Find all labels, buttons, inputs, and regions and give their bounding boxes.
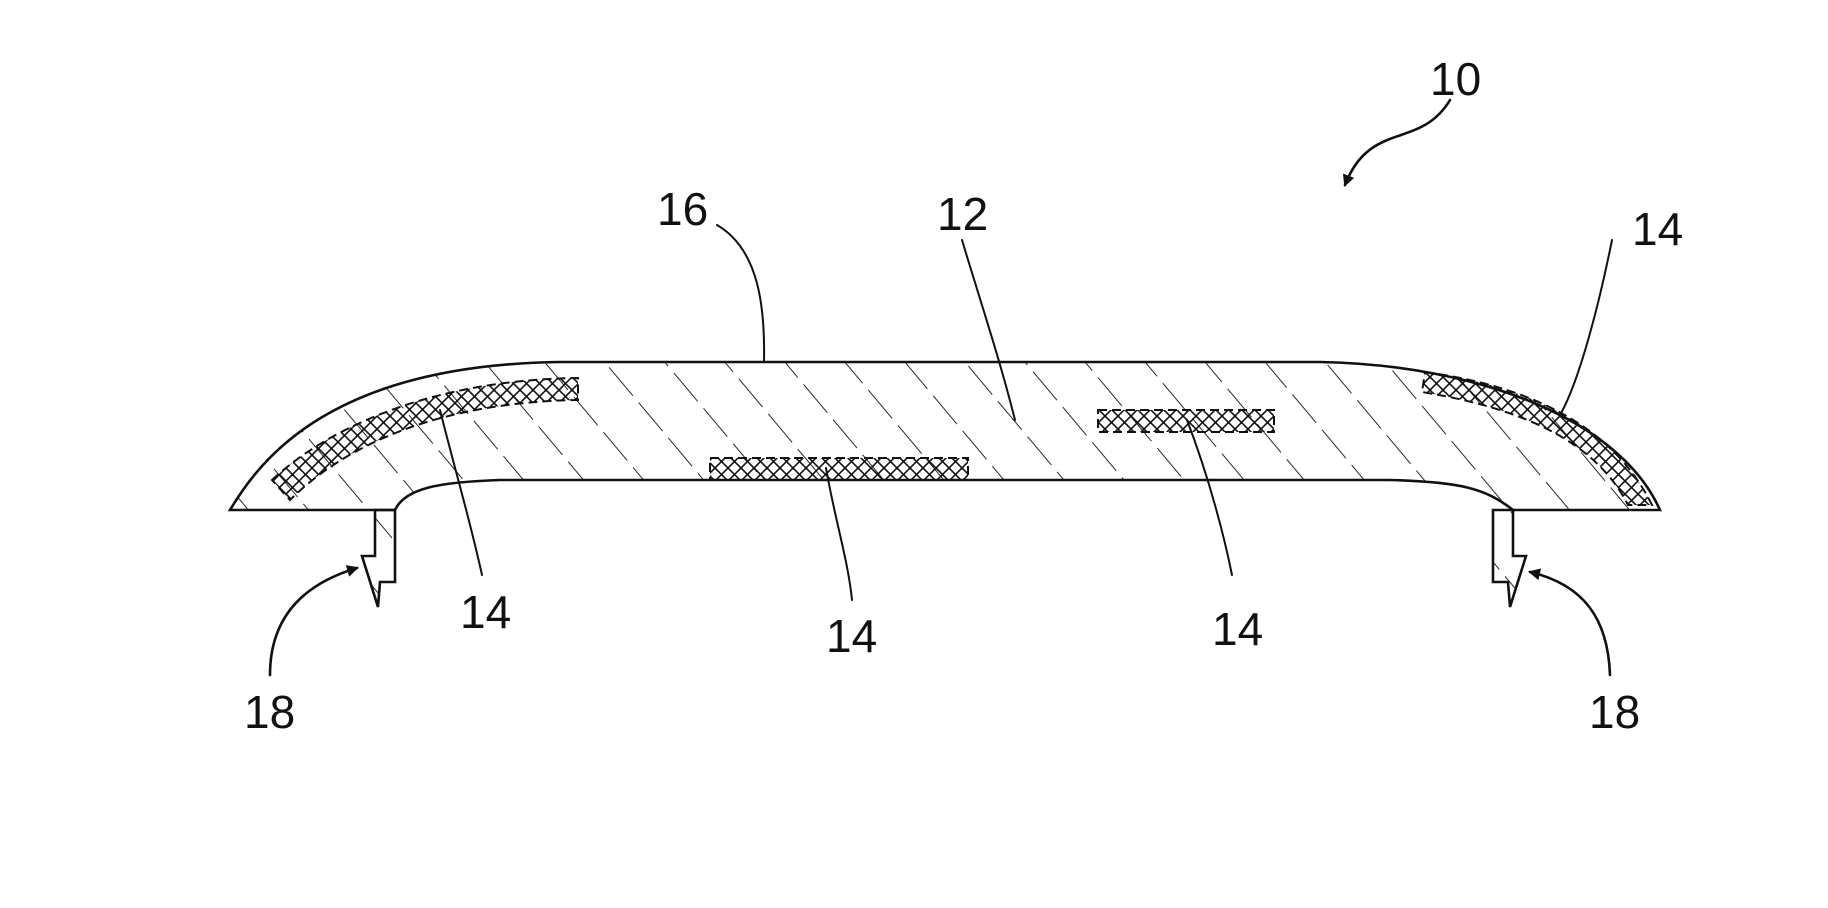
label-14-right: 14 (1212, 603, 1263, 655)
label-10: 10 (1430, 53, 1481, 105)
label-14-left: 14 (460, 586, 511, 638)
leader-14-center (826, 468, 852, 600)
arrow-10 (1345, 100, 1450, 185)
label-12: 12 (937, 188, 988, 240)
right-clip-18 (1493, 510, 1526, 607)
arrow-18-right (1530, 572, 1610, 675)
label-16: 16 (657, 183, 708, 235)
label-14-center: 14 (826, 610, 877, 662)
arrow-18-left (270, 568, 357, 675)
leader-14-upper-right (1560, 240, 1612, 415)
leader-16 (717, 225, 764, 362)
reinforcement-14-bottom-center (710, 458, 968, 480)
reinforcement-14-upper-right (1098, 410, 1274, 432)
label-18-right: 18 (1589, 686, 1640, 738)
left-clip-18 (362, 510, 395, 607)
label-18-left: 18 (244, 686, 295, 738)
label-14-upper-right: 14 (1632, 203, 1683, 255)
